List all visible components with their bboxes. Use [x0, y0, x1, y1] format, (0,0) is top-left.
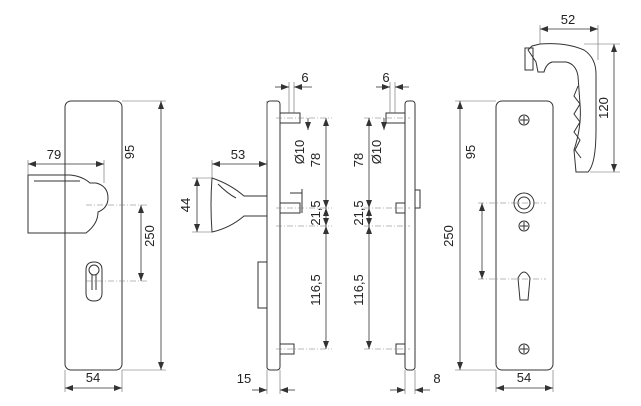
knob-outline	[27, 174, 109, 234]
dim-inside-front-plate-width: 54	[517, 370, 531, 385]
dim-side-grip-height: 44	[178, 198, 193, 212]
inside-keyhole	[517, 271, 531, 301]
lever-handle-grip-ridges	[573, 85, 582, 159]
inside-plate-outline	[495, 100, 554, 371]
side-view-outside: 6 Ø10 78 21,5 116,5 53 44 15	[178, 70, 332, 394]
dim-front-plate-width: 54	[86, 370, 100, 385]
dim-inside-lower-distance: 116,5	[351, 274, 366, 306]
dim-side-screw-head: 6	[301, 70, 308, 85]
side-cylinder-protrusion	[257, 261, 268, 309]
dim-lever-height: 120	[596, 97, 611, 119]
outside-plate-outline	[64, 100, 123, 371]
inside-screw-hole-middle	[518, 220, 530, 232]
dim-inside-plate-thickness: 8	[433, 371, 440, 386]
dim-inside-hole-diameter: Ø10	[369, 140, 384, 165]
cylinder-hole-inner	[88, 264, 100, 276]
dim-lever-width: 52	[561, 12, 575, 27]
dim-side-upper-distance: 78	[308, 153, 323, 167]
inside-side-plate-outline	[404, 100, 416, 371]
side-knob-outline	[210, 177, 268, 233]
cylinder-hole	[85, 261, 103, 302]
side-view-inside: 6 Ø10 78 21,5 116,5 8	[351, 70, 441, 394]
dim-inside-front-hole-spacing: 95	[463, 145, 478, 159]
dim-front-hole-spacing: 95	[122, 145, 137, 159]
dim-inside-front-total-height: 250	[441, 225, 456, 247]
inside-screw-hole-bottom	[518, 343, 530, 355]
dim-side-plate-thickness: 15	[237, 371, 251, 386]
dim-side-projection: 53	[231, 147, 245, 162]
dim-side-lower-distance: 116,5	[308, 274, 323, 306]
front-view-inside: 250 95 54	[441, 100, 554, 392]
lever-handle-outline	[527, 43, 597, 173]
dim-front-total-height: 250	[142, 225, 157, 247]
dim-inside-upper-distance: 78	[351, 153, 366, 167]
dim-inside-screw-head: 6	[382, 70, 389, 85]
front-view-outside: 79 250 95 54	[27, 100, 166, 392]
side-knob-curve	[217, 183, 237, 199]
dim-side-hole-diameter: Ø10	[292, 140, 307, 165]
lever-handle-view: 52 120	[524, 12, 620, 173]
lever-handle-neck	[524, 47, 534, 71]
side-plate-outline	[266, 100, 281, 371]
dim-side-mid-distance: 21,5	[308, 200, 323, 225]
dim-inside-mid-distance: 21,5	[351, 200, 366, 225]
dim-front-projection: 79	[47, 147, 61, 162]
inside-screw-hole-top	[518, 114, 530, 126]
